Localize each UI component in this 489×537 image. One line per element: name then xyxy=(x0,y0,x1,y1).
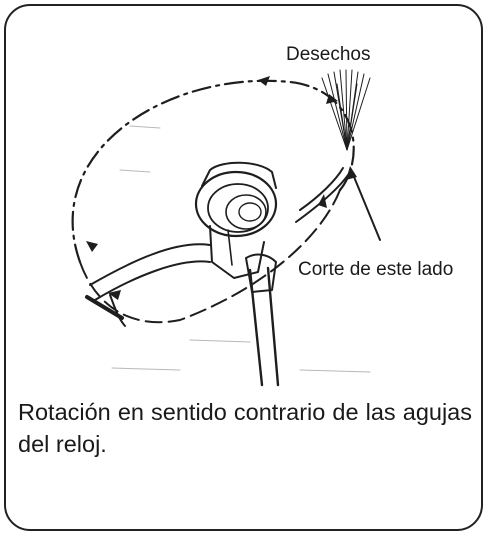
rotation-caption: Rotación en sentido contrario de las agu… xyxy=(18,399,472,457)
background-marks xyxy=(111,125,371,373)
figure-frame xyxy=(4,4,483,531)
cut-side-label: Corte de este lado xyxy=(298,259,454,280)
trimmer-shaft xyxy=(245,253,280,387)
debris-label: Desechos xyxy=(286,44,371,65)
trimmer-head-illustration xyxy=(71,69,381,387)
cut-side-arrow xyxy=(346,166,381,241)
trimmer-line xyxy=(85,167,351,327)
counterclockwise-arrows-icon xyxy=(86,76,338,300)
trimmer-spool xyxy=(194,161,278,279)
rotation-path xyxy=(71,79,355,324)
debris-spray xyxy=(321,69,371,151)
